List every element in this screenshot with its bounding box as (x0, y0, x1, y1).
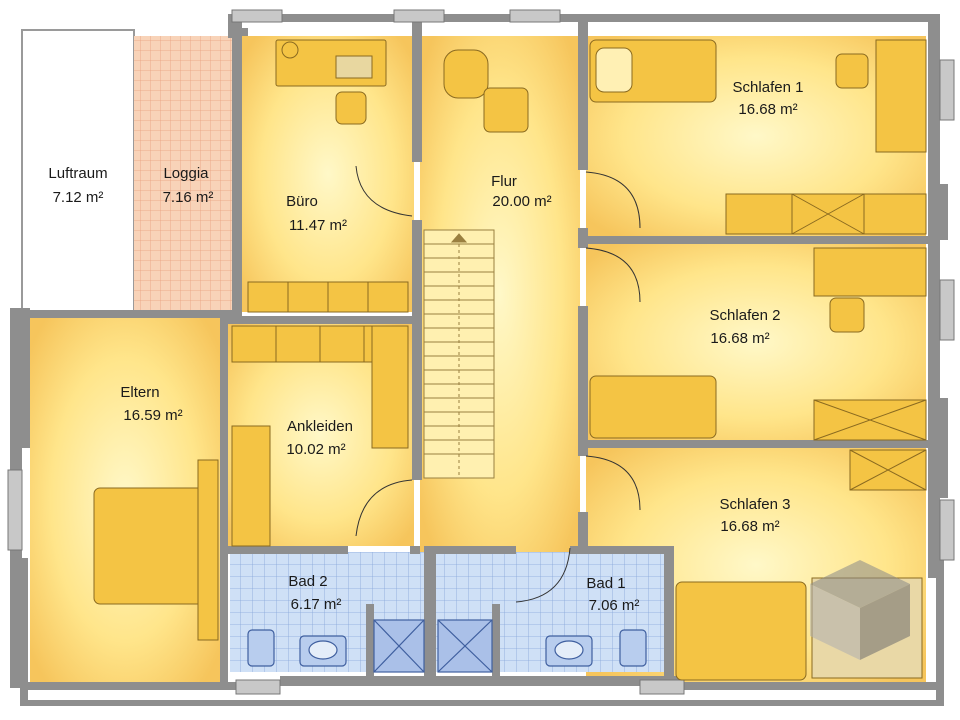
door-swings (355, 165, 641, 603)
label-buero-name: Büro (286, 193, 318, 210)
bathroom-fixtures (247, 619, 647, 673)
label-ankleiden-area: 10.02 m² (286, 441, 345, 458)
label-schlafen3-area: 16.68 m² (720, 518, 779, 535)
walls (7, 9, 955, 706)
label-schlafen2-name: Schlafen 2 (710, 307, 781, 324)
label-flur-area: 20.00 m² (492, 193, 551, 210)
label-luftraum-area: 7.12 m² (53, 189, 104, 206)
label-bad2-name: Bad 2 (288, 573, 327, 590)
label-eltern-name: Eltern (120, 384, 159, 401)
label-bad1-name: Bad 1 (586, 575, 625, 592)
label-luftraum-name: Luftraum (48, 165, 107, 182)
label-loggia-name: Loggia (163, 165, 209, 182)
label-buero-area: 11.47 m² (289, 217, 347, 234)
label-eltern-area: 16.59 m² (123, 407, 182, 424)
label-loggia-area: 7.16 m² (163, 189, 214, 206)
room-luftraum (21, 29, 135, 313)
label-flur-name: Flur (491, 173, 517, 190)
room-loggia (134, 36, 234, 312)
label-ankleiden-name: Ankleiden (287, 418, 353, 435)
label-schlafen1-area: 16.68 m² (738, 101, 797, 118)
label-schlafen1-name: Schlafen 1 (733, 79, 804, 96)
label-schlafen2-area: 16.68 m² (710, 330, 769, 347)
label-bad1-area: 7.06 m² (589, 597, 640, 614)
staircase (423, 229, 495, 479)
label-bad2-area: 6.17 m² (291, 596, 342, 613)
room-labels: Luftraum 7.12 m² Loggia 7.16 m² Büro 11.… (48, 79, 803, 614)
cube-logo-icon (810, 560, 910, 660)
furniture (93, 39, 927, 681)
label-schlafen3-name: Schlafen 3 (720, 496, 791, 513)
